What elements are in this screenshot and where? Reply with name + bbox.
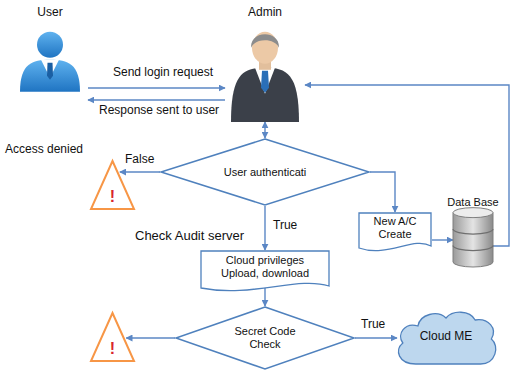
document-box: Cloud privileges Upload, download (200, 250, 330, 294)
text-block: Cloud privileges Upload, download (209, 254, 321, 279)
step-label: Check Audit server (134, 229, 245, 244)
text-block: Cloud ME (406, 330, 486, 344)
decision-diamond: Secret Code Check (175, 306, 355, 370)
document-box: New A/C Create (358, 212, 432, 254)
edge-label: True (272, 219, 298, 233)
node-text: ! (103, 188, 123, 206)
flow-arrow (126, 337, 175, 338)
edge-label: False (124, 153, 155, 167)
flow-arrow (88, 99, 225, 100)
node-text: Cloud privileges Upload, download (209, 254, 321, 279)
flow-arrow (264, 122, 265, 138)
admin-actor-outline (225, 6, 305, 122)
text-block: ! (103, 340, 123, 358)
node-text: Cloud ME (406, 330, 486, 344)
node-heading: User (15, 6, 85, 20)
flow-arrow (432, 239, 453, 240)
flow-arrow (264, 287, 265, 306)
warning-triangle: ! (90, 160, 135, 210)
user-actor: User (12, 6, 88, 106)
node-text: Secret Code Check (225, 325, 305, 350)
cloud-shape: Cloud ME (392, 308, 500, 366)
text-block: Admin (228, 6, 302, 20)
database-cylinder: Data Base (445, 196, 501, 268)
flow-arrow (355, 337, 397, 338)
flow-arrow (264, 206, 265, 250)
decision-diamond: User authenticati (160, 138, 370, 206)
node-text: User authenticati (218, 166, 312, 179)
admin-actor: Admin (225, 6, 305, 122)
edge-label: Response sent to user (98, 104, 220, 118)
status-label: Access denied (4, 143, 84, 157)
user-actor-outline (12, 6, 88, 106)
node-heading: Data Base (445, 196, 501, 209)
text-block: ! (103, 188, 123, 206)
node-text: ! (103, 340, 123, 358)
warning-triangle: ! (90, 312, 135, 362)
flow-arrow (88, 87, 225, 88)
edge-label: Send login request (112, 66, 214, 80)
flow-arrow (120, 171, 160, 172)
text-block: User (15, 6, 85, 20)
flow-arrow (370, 172, 395, 212)
node-text: New A/C Create (364, 215, 426, 240)
edge-label: True (360, 318, 386, 332)
text-block: User authenticati (218, 166, 312, 179)
text-block: New A/C Create (364, 215, 426, 240)
text-block: Data Base (445, 196, 501, 209)
text-block: Secret Code Check (225, 325, 305, 350)
node-heading: Admin (228, 6, 302, 20)
